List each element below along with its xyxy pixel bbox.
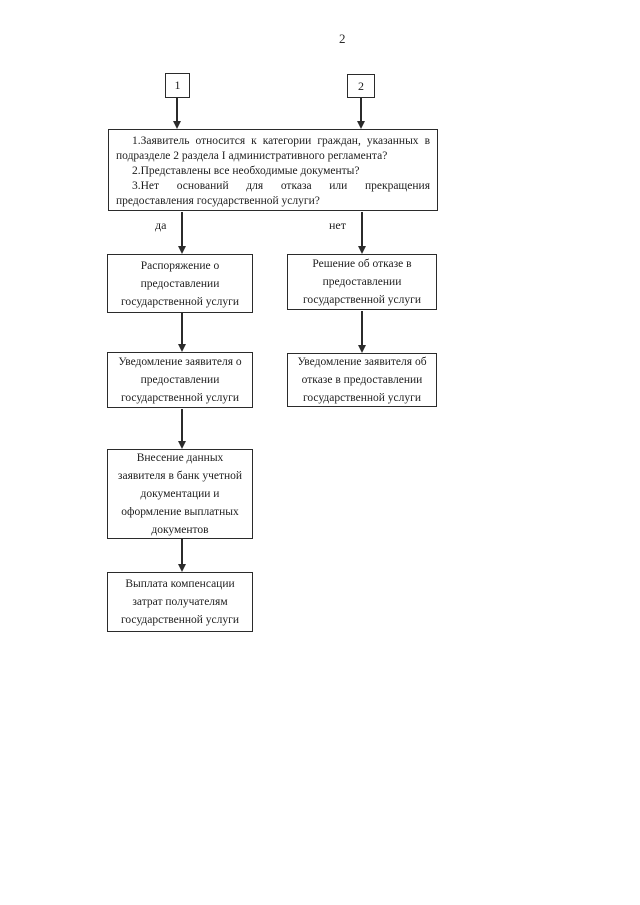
decision-box: 1.Заявитель относится к категории гражда… xyxy=(108,129,438,211)
page-number: 2 xyxy=(339,31,346,46)
arrow-head-icon xyxy=(177,441,186,449)
arrow-shaft xyxy=(181,539,183,566)
connector-box-1: 1 xyxy=(165,73,190,98)
arrow-connector1-to-decision xyxy=(172,98,182,129)
arrow-notification-to-data-entry xyxy=(177,409,187,449)
arrow-head-icon xyxy=(177,246,186,254)
arrow-head-icon xyxy=(177,564,186,572)
flow-box-order-granted: Распоряжение о предоставлении государств… xyxy=(107,254,253,313)
flow-box-data-entry: Внесение данных заявителя в банк учетной… xyxy=(107,449,253,539)
flow-box-compensation-payment: Выплата компенсации затрат получателям г… xyxy=(107,572,253,632)
arrow-shaft xyxy=(181,409,183,443)
arrow-connector2-to-decision xyxy=(356,98,366,129)
flow-box-refusal-decision: Решение об отказе в предоставлении госуд… xyxy=(287,254,437,310)
arrow-head-icon xyxy=(177,344,186,352)
arrow-head-icon xyxy=(357,345,366,353)
arrow-shaft xyxy=(361,311,363,347)
arrow-decision-to-refusal xyxy=(357,212,367,254)
arrow-head-icon xyxy=(356,121,365,129)
flow-box-refusal-notification: Уведомление заявителя об отказе в предос… xyxy=(287,353,437,407)
decision-item-3: 3.Нет оснований для отказа или прекращен… xyxy=(116,180,430,207)
branch-label-yes: да xyxy=(155,218,167,232)
branch-label-no: нет xyxy=(329,218,346,232)
arrow-shaft xyxy=(181,212,183,248)
arrow-head-icon xyxy=(357,246,366,254)
arrow-shaft xyxy=(360,98,362,123)
arrow-head-icon xyxy=(172,121,181,129)
decision-item-1: 1.Заявитель относится к категории гражда… xyxy=(116,135,430,162)
flow-box-grant-notification: Уведомление заявителя о предоставлении г… xyxy=(107,352,253,408)
decision-item-2: 2.Представлены все необходимые документы… xyxy=(132,165,360,177)
arrow-shaft xyxy=(181,313,183,346)
arrow-shaft xyxy=(176,98,178,123)
arrow-shaft xyxy=(361,212,363,248)
arrow-decision-to-order xyxy=(177,212,187,254)
arrow-order-to-notification xyxy=(177,313,187,352)
connector-box-2: 2 xyxy=(347,74,375,98)
arrow-data-entry-to-payment xyxy=(177,539,187,572)
arrow-refusal-to-notification xyxy=(357,311,367,353)
